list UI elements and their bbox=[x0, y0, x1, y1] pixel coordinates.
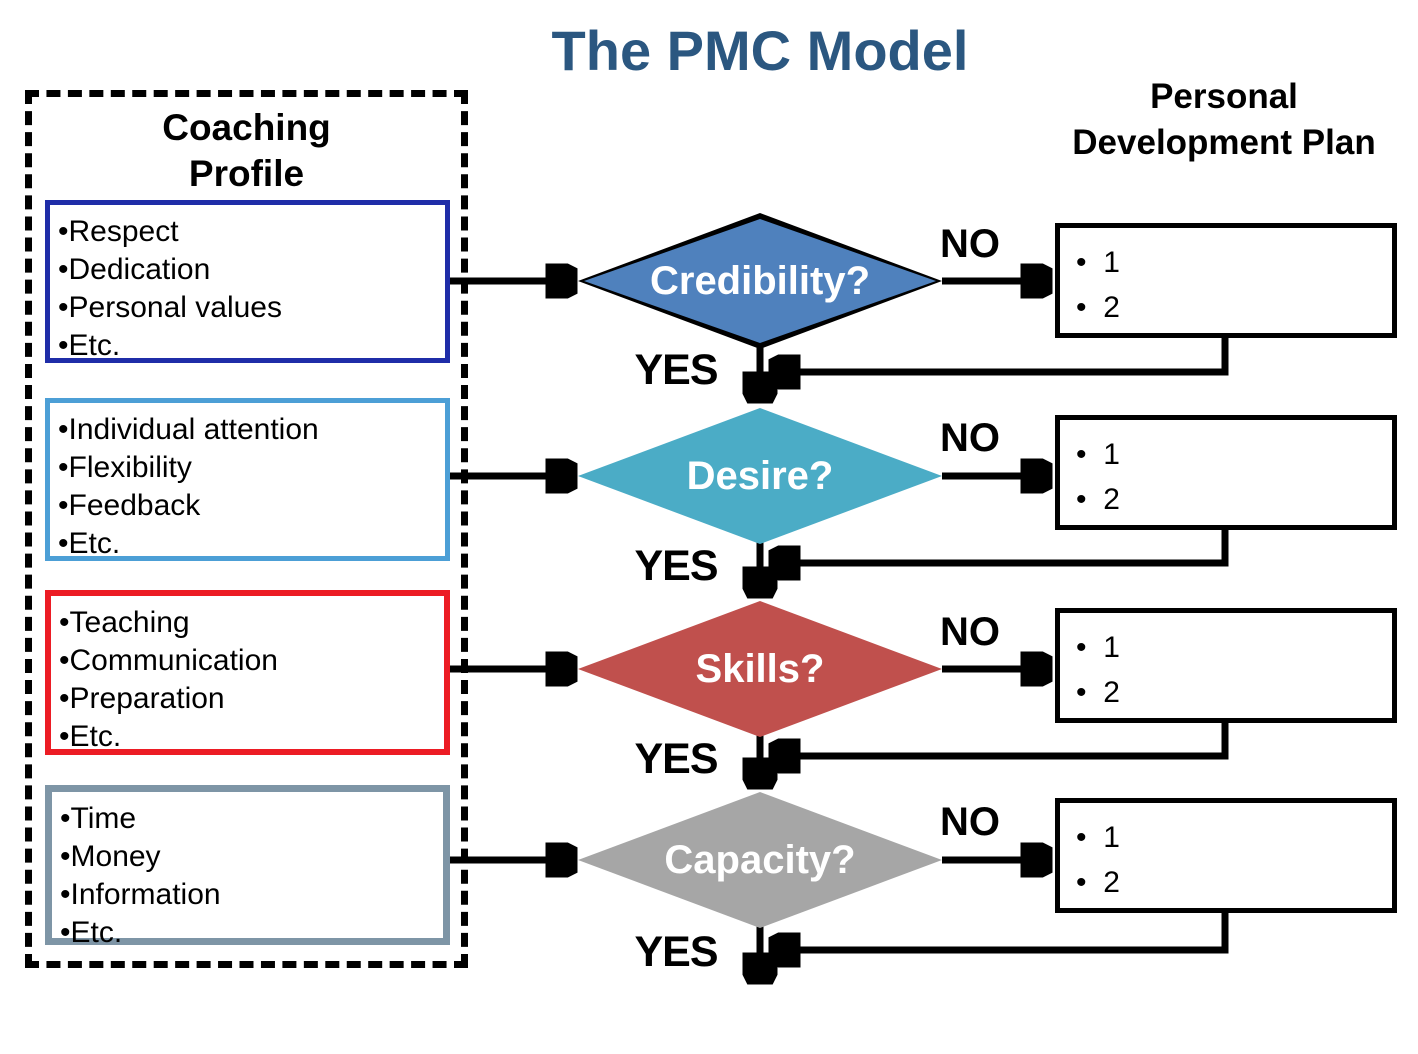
list-item: Time bbox=[60, 800, 443, 838]
decision-diamond-skills: Skills? bbox=[578, 601, 942, 737]
profile-box-credibility-list: Respect Dedication Personal values Etc. bbox=[50, 205, 445, 365]
decision-label: Capacity? bbox=[664, 837, 856, 882]
pdp-box-desire-list: 1 2 bbox=[1060, 420, 1392, 522]
list-item: 1 bbox=[1076, 240, 1392, 285]
list-item: Etc. bbox=[58, 327, 445, 365]
pdp-box-skills: 1 2 bbox=[1055, 608, 1397, 723]
list-item: Feedback bbox=[58, 487, 445, 525]
profile-box-capacity-list: Time Money Information Etc. bbox=[52, 792, 443, 952]
decision-label: Desire? bbox=[686, 453, 834, 498]
yes-label-capacity: YES bbox=[634, 928, 718, 976]
list-item: Information bbox=[60, 876, 443, 914]
decision-label: Skills? bbox=[695, 646, 825, 691]
pdp-box-desire: 1 2 bbox=[1055, 415, 1397, 530]
list-item: Preparation bbox=[59, 680, 444, 718]
profile-box-skills: Teaching Communication Preparation Etc. bbox=[45, 590, 450, 755]
list-item: Flexibility bbox=[58, 449, 445, 487]
pdp-title: Personal Development Plan bbox=[1072, 77, 1376, 162]
list-item: 2 bbox=[1076, 477, 1392, 522]
list-item: Dedication bbox=[58, 251, 445, 289]
list-item: 1 bbox=[1076, 815, 1392, 860]
no-label-credibility: NO bbox=[940, 222, 1000, 266]
arrow-plan3-return bbox=[770, 721, 1229, 756]
arrow-plan2-return bbox=[770, 528, 1229, 563]
no-label-capacity: NO bbox=[940, 800, 1000, 844]
arrow-plan1-return bbox=[770, 336, 1229, 372]
no-label-desire: NO bbox=[940, 416, 1000, 460]
decision-diamond-credibility: Credibility? bbox=[578, 213, 942, 349]
yes-label-credibility: YES bbox=[634, 346, 718, 394]
list-item: 2 bbox=[1076, 670, 1392, 715]
decision-diamond-desire: Desire? bbox=[578, 408, 942, 544]
pdp-box-credibility: 1 2 bbox=[1055, 223, 1397, 338]
no-label-skills: NO bbox=[940, 610, 1000, 654]
list-item: Respect bbox=[58, 213, 445, 251]
list-item: Money bbox=[60, 838, 443, 876]
decision-label: Credibility? bbox=[584, 219, 936, 343]
list-item: Etc. bbox=[59, 718, 444, 756]
yes-label-skills: YES bbox=[634, 735, 718, 783]
arrow-plan4-return bbox=[770, 911, 1229, 950]
list-item: Teaching bbox=[59, 604, 444, 642]
pdp-box-credibility-list: 1 2 bbox=[1060, 228, 1392, 330]
profile-box-capacity: Time Money Information Etc. bbox=[45, 785, 450, 949]
page-title: The PMC Model bbox=[551, 19, 969, 82]
coaching-profile-panel: Coaching Profile bbox=[25, 90, 468, 968]
list-item: Etc. bbox=[60, 914, 443, 952]
list-item: Individual attention bbox=[58, 411, 445, 449]
profile-box-credibility: Respect Dedication Personal values Etc. bbox=[45, 200, 450, 363]
yes-label-desire: YES bbox=[634, 542, 718, 590]
list-item: Communication bbox=[59, 642, 444, 680]
list-item: 2 bbox=[1076, 285, 1392, 330]
profile-box-desire: Individual attention Flexibility Feedbac… bbox=[45, 398, 450, 561]
decision-diamond-capacity: Capacity? bbox=[578, 792, 942, 928]
list-item: Etc. bbox=[58, 525, 445, 563]
profile-box-desire-list: Individual attention Flexibility Feedbac… bbox=[50, 403, 445, 563]
list-item: 1 bbox=[1076, 432, 1392, 477]
list-item: 2 bbox=[1076, 860, 1392, 905]
pdp-box-capacity: 1 2 bbox=[1055, 798, 1397, 913]
list-item: Personal values bbox=[58, 289, 445, 327]
coaching-profile-title: Coaching Profile bbox=[162, 107, 331, 195]
pdp-box-capacity-list: 1 2 bbox=[1060, 803, 1392, 905]
pdp-box-skills-list: 1 2 bbox=[1060, 613, 1392, 715]
profile-box-skills-list: Teaching Communication Preparation Etc. bbox=[51, 596, 444, 756]
list-item: 1 bbox=[1076, 625, 1392, 670]
